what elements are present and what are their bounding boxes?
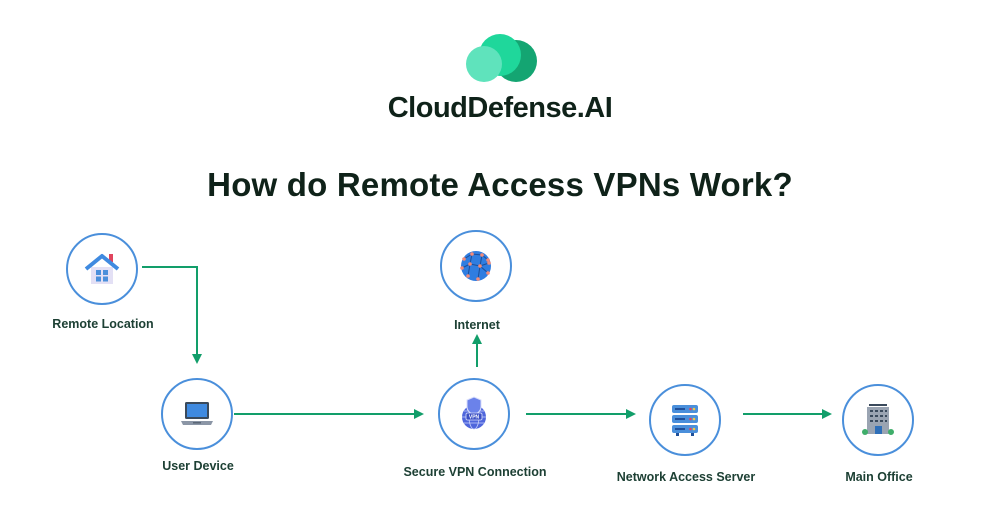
label-secure-vpn: Secure VPN Connection	[403, 465, 547, 479]
page-title: How do Remote Access VPNs Work?	[207, 166, 793, 203]
label-internet: Internet	[454, 318, 500, 332]
cloud-logo-icon	[466, 34, 537, 82]
node-network-access-server	[649, 384, 721, 456]
server-rack-icon	[672, 405, 698, 436]
laptop-icon	[181, 402, 213, 425]
node-user-device	[161, 378, 233, 450]
label-main-office: Main Office	[845, 470, 913, 484]
node-internet	[440, 230, 512, 302]
label-network-access-server: Network Access Server	[616, 470, 756, 484]
globe-network-icon	[460, 251, 491, 281]
node-main-office	[842, 384, 914, 456]
node-secure-vpn: VPN	[438, 378, 510, 450]
office-building-icon	[862, 404, 894, 435]
vpn-shield-icon: VPN	[462, 396, 486, 430]
brand-name: CloudDefense.AI	[387, 92, 613, 124]
edge-remote-to-device	[142, 266, 202, 364]
house-icon	[84, 254, 120, 284]
node-remote-location	[66, 233, 138, 305]
label-user-device: User Device	[162, 459, 234, 473]
svg-text:VPN: VPN	[469, 415, 480, 421]
label-remote-location: Remote Location	[52, 317, 154, 331]
